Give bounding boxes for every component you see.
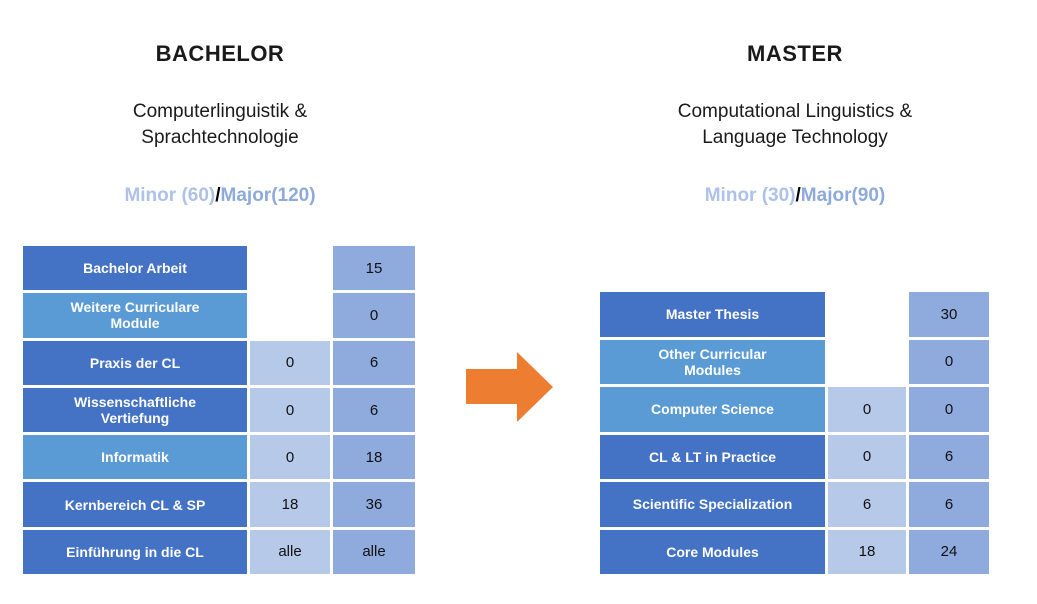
bachelor-title: BACHELOR: [155, 41, 285, 66]
major-value-cell: 36: [333, 482, 415, 527]
master-credits-line: Minor (30)/Major(90): [595, 185, 995, 207]
major-value-cell: 24: [909, 529, 989, 574]
bachelor-minor-credits: Minor (60): [124, 185, 216, 206]
minor-value-cell-empty: [250, 293, 330, 337]
module-label: Master Thesis: [600, 292, 825, 337]
bachelor-credits-line: Minor (60)/Major(120): [20, 185, 420, 207]
credits-slash: /: [795, 185, 801, 206]
credits-slash: /: [215, 185, 221, 206]
minor-value-cell-empty: [828, 340, 906, 385]
module-label: Weitere Curriculare Module: [23, 293, 247, 338]
minor-value-cell: alle: [250, 529, 330, 575]
master-subtitle: Computational Linguistics & Language Tec…: [677, 101, 913, 148]
module-label: Scientific Specialization: [600, 482, 825, 527]
major-value-cell: 6: [909, 482, 989, 527]
minor-value-cell: 0: [828, 387, 906, 432]
arrow-body: [466, 369, 517, 404]
bachelor-major-credits: Major(120): [220, 185, 316, 206]
arrow-head-icon: [517, 352, 553, 422]
major-value-cell: alle: [333, 529, 415, 575]
transition-arrow: [466, 352, 553, 422]
module-label: Bachelor Arbeit: [23, 246, 247, 291]
minor-value-cell: 18: [250, 482, 330, 527]
master-title: MASTER: [747, 41, 843, 66]
major-value-cell: 0: [333, 293, 415, 338]
major-value-cell: 30: [909, 292, 989, 337]
major-value-cell: 6: [909, 434, 989, 479]
minor-value-cell-empty: [828, 292, 906, 337]
major-value-cell: 6: [333, 340, 415, 385]
module-label: Computer Science: [600, 387, 825, 432]
minor-value-cell: 18: [828, 529, 906, 574]
major-value-cell: 18: [333, 435, 415, 480]
major-value-cell: 6: [333, 387, 415, 433]
module-label: Praxis der CL: [23, 340, 247, 385]
master-table: Master Thesis 30 Other Curricular Module…: [600, 292, 989, 574]
major-value-cell: 0: [909, 387, 989, 432]
minor-value-cell: 0: [250, 387, 330, 433]
module-label: Einführung in die CL: [23, 529, 247, 575]
major-value-cell: 15: [333, 246, 415, 291]
major-value-cell: 0: [909, 339, 989, 384]
module-label: CL & LT in Practice: [600, 434, 825, 479]
minor-value-cell: 0: [828, 434, 906, 479]
minor-value-cell: 0: [250, 340, 330, 385]
module-label: Kernbereich CL & SP: [23, 482, 247, 527]
minor-value-cell: 6: [828, 482, 906, 527]
module-label: Core Modules: [600, 529, 825, 574]
module-label: Informatik: [23, 435, 247, 480]
module-label: Other Curricular Modules: [600, 339, 825, 384]
master-minor-credits: Minor (30): [704, 185, 796, 206]
minor-value-cell: 0: [250, 435, 330, 480]
bachelor-table: Bachelor Arbeit 15 Weitere Curriculare M…: [23, 246, 415, 575]
module-label: Wissenschaftliche Vertiefung: [23, 387, 247, 433]
master-major-credits: Major(90): [800, 185, 886, 206]
minor-value-cell-empty: [250, 246, 330, 290]
bachelor-subtitle: Computerlinguistik & Sprachtechnologie: [132, 101, 308, 148]
